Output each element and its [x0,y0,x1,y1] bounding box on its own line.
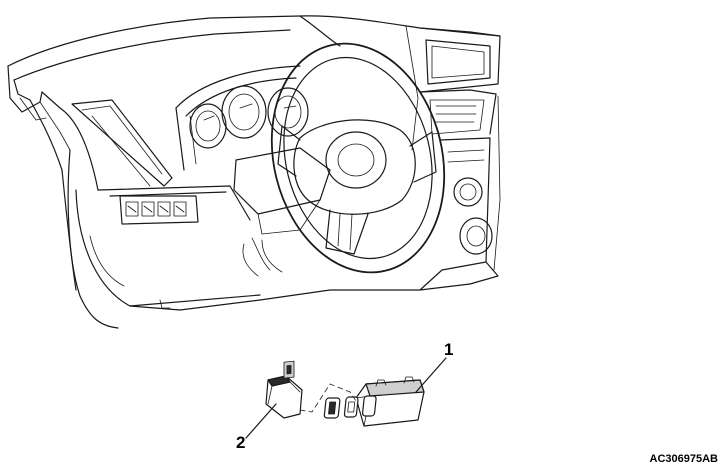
callout-label-2: 2 [236,433,245,452]
reference-code: AC306975AB [650,453,719,465]
callout-leader-2 [245,403,277,439]
callout-label-1: 1 [444,340,453,359]
dashboard-illustration [7,15,501,329]
installation-guide-line [299,383,359,413]
switch-panel-part-1 [323,376,425,427]
switch-part-2 [265,360,303,419]
callout-leader-1 [415,357,447,393]
